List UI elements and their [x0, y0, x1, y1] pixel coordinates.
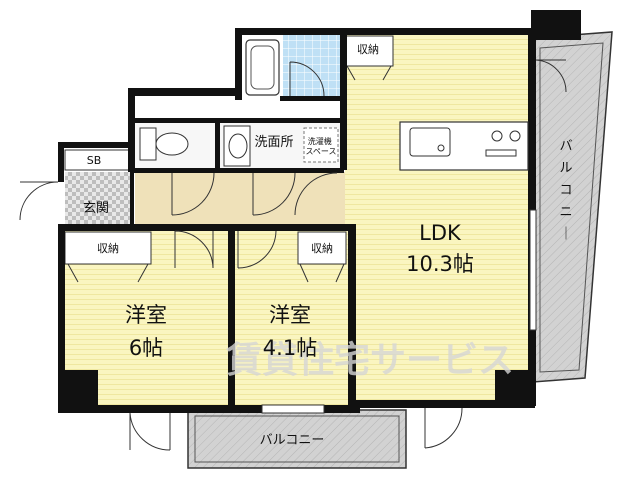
storage-left [64, 231, 152, 283]
entrance-floor [65, 172, 131, 224]
east-balcony-char: ル [559, 161, 572, 176]
east-balcony-char: ｜ [559, 227, 572, 242]
entrance-label: 玄関 [83, 201, 109, 216]
laundry-label: 洗濯機 スペース [305, 136, 336, 156]
western-room-1-size: 6帖 [129, 336, 163, 360]
ldk-room-name: LDK [419, 221, 462, 245]
washroom-label: 洗面所 [254, 135, 293, 150]
storage-top-label: 収納 [357, 43, 379, 56]
east-balcony-char: コ [559, 183, 572, 198]
doors [19, 59, 567, 451]
storage-top [344, 35, 394, 81]
laundry-space [303, 127, 339, 163]
laundry-label-line-2: スペース [305, 147, 336, 156]
storage-right-label: 収納 [311, 242, 333, 255]
toilet-fixture [139, 127, 189, 161]
bathroom-floor [283, 34, 341, 98]
storage-left-label: 収納 [97, 242, 119, 255]
east-balcony-char: ニ [559, 205, 572, 220]
east-balcony-label: バルコニ ｜ [559, 139, 572, 242]
hallway-floor [135, 172, 345, 224]
storage-right [297, 231, 347, 283]
laundry-label-line-1: 洗濯機 [308, 136, 332, 146]
western-room-1-name: 洋室 [125, 303, 167, 327]
washbasin [223, 125, 251, 167]
east-balcony-char: バ [559, 139, 572, 154]
watermark-text: 賃貸住宅サービス [225, 339, 514, 381]
ldk-floor [345, 35, 530, 405]
ldk-room-size: 10.3帖 [406, 252, 474, 276]
bathtub-inner [250, 45, 275, 90]
western-room-2-size: 4.1帖 [263, 336, 317, 360]
south-balcony-label: バルコニー [260, 433, 325, 448]
shoe-box-label: SB [87, 154, 102, 167]
bathtub [245, 39, 280, 96]
western-room-2-name: 洋室 [269, 303, 311, 327]
kitchen-counter [399, 121, 529, 171]
south-balcony [187, 409, 407, 469]
